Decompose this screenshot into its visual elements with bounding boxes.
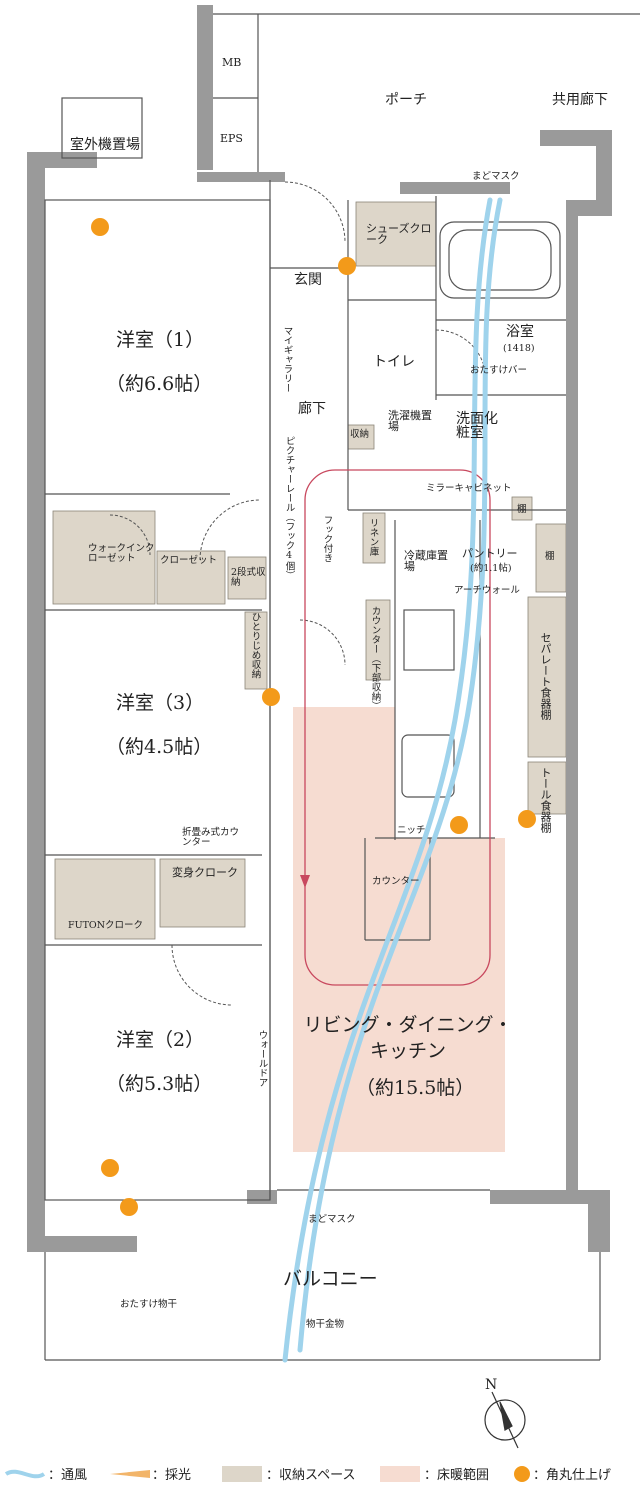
room2-size-label: （約5.3帖） <box>106 1073 213 1095</box>
folding-counter-label: 折畳み式カウンター <box>182 827 240 848</box>
senmen-label: 洗面化粧室 <box>456 411 498 441</box>
hook-label: フック付き <box>321 515 333 563</box>
common-corridor-label: 共用廊下 <box>552 92 608 108</box>
walls <box>27 5 612 1252</box>
mado-mask-bottom-label: まどマスク <box>308 1214 356 1225</box>
fridge-label: 冷蔵庫置場 <box>404 549 448 573</box>
tana-label-1: 棚 <box>517 504 527 515</box>
tana-label-2: 棚 <box>545 551 555 562</box>
mirror-cabinet-label: ミラーキャビネット <box>426 483 512 494</box>
eps-label: EPS <box>220 132 243 145</box>
rounded-corner-markers <box>91 218 536 1216</box>
shoes-cloak-label: シューズクローク <box>366 222 432 246</box>
north-label: N <box>485 1377 498 1393</box>
legend-floor-heating: ：床暖範囲 <box>424 1467 490 1483</box>
outdoor-unit-label: 室外機置場 <box>70 137 140 153</box>
walkin-label: ウォークインクローゼット <box>88 543 155 564</box>
door-swings <box>109 181 487 1006</box>
hitorijime-label: ひとりじめ収納 <box>249 612 261 679</box>
wall-door-label: ウォールドア <box>256 1030 268 1087</box>
counter-kitchen-label: カウンター <box>372 876 420 887</box>
porch-label: ポーチ <box>385 92 427 108</box>
my-gallery-label: マイギャラリー <box>281 326 293 393</box>
tall-shelf-label: トール食器棚 <box>539 767 552 833</box>
futon-label: FUTONクローク <box>68 920 144 931</box>
pantry-label: パントリー <box>462 547 518 560</box>
picture-rail-label: ピクチャーレール（フック4個） <box>283 436 295 580</box>
storage-spaces <box>52 201 567 940</box>
two-step-label: 2段式収納 <box>231 567 266 588</box>
otasuke-monohoshi-label: おたすけ物干 <box>120 1299 178 1310</box>
linen-label: リネン庫 <box>367 518 379 556</box>
shuno-label: 収納 <box>350 429 370 440</box>
legend-ventilation: ：通風 <box>48 1467 88 1483</box>
legend-storage: ：収納スペース <box>266 1467 356 1483</box>
bath-label: 浴室 <box>506 324 534 340</box>
ldk-size-label: （約15.5帖） <box>356 1077 475 1099</box>
arch-wall-label: アーチウォール <box>454 585 520 596</box>
niche-label: ニッチ <box>397 825 426 836</box>
counter-lower-label: カウンター（下部収納） <box>369 606 381 711</box>
compass <box>484 1391 526 1449</box>
pantry-size-label: (約1.1帖) <box>470 563 512 574</box>
ventilation-flows <box>282 197 503 1363</box>
room2-label: 洋室（2） <box>116 1029 205 1051</box>
balcony-label: バルコニー <box>283 1268 378 1290</box>
legend-daylight: ：採光 <box>152 1467 192 1483</box>
legend-swatches <box>4 1466 530 1482</box>
legend-rounded-corner: ：角丸仕上げ <box>533 1467 612 1483</box>
washer-label: 洗濯機置場 <box>388 409 432 433</box>
floor-heating-area <box>293 707 505 1152</box>
rouka-label: 廊下 <box>298 401 326 417</box>
bath-size-label: (1418) <box>503 343 535 354</box>
toilet-label: トイレ <box>373 354 415 370</box>
circulation-arrow <box>300 875 310 888</box>
otasuke-bar-label: おたすけバー <box>470 365 528 376</box>
monohoshi-label: 物干金物 <box>306 1319 345 1330</box>
room1-label: 洋室（1） <box>116 329 205 351</box>
room3-label: 洋室（3） <box>116 692 205 714</box>
closet-label: クローゼット <box>160 555 218 566</box>
ldk-label: リビング・ダイニング・キッチン <box>303 1014 513 1062</box>
room3-size-label: （約4.5帖） <box>106 736 213 758</box>
mado-mask-top-label: まどマスク <box>472 171 520 182</box>
henshin-label: 変身クローク <box>172 866 238 879</box>
separate-shelf-label: セパレート食器棚 <box>539 632 552 720</box>
room1-size-label: （約6.6帖） <box>106 373 213 395</box>
genkan-label: 玄関 <box>294 272 322 288</box>
mb-label: MB <box>222 56 242 69</box>
circulation-loop <box>304 469 491 986</box>
